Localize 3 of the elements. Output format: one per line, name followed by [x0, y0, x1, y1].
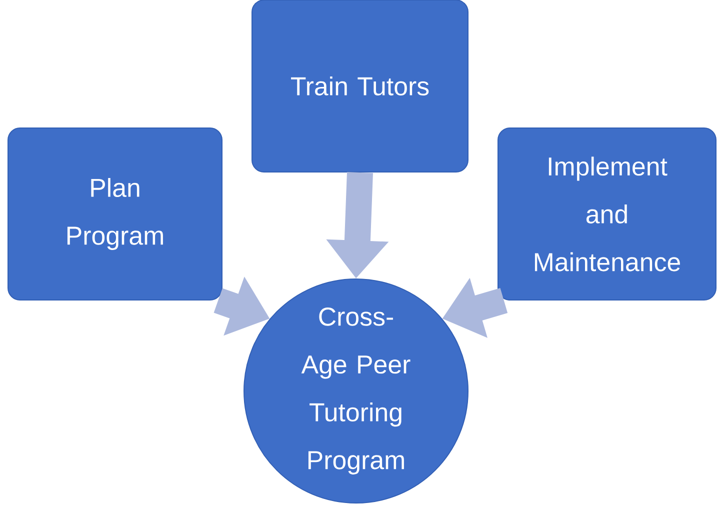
process-box: Implement and Maintenance — [498, 127, 716, 300]
process-box: Train Tutors — [252, 0, 468, 172]
process-box: Plan Program — [8, 127, 222, 300]
